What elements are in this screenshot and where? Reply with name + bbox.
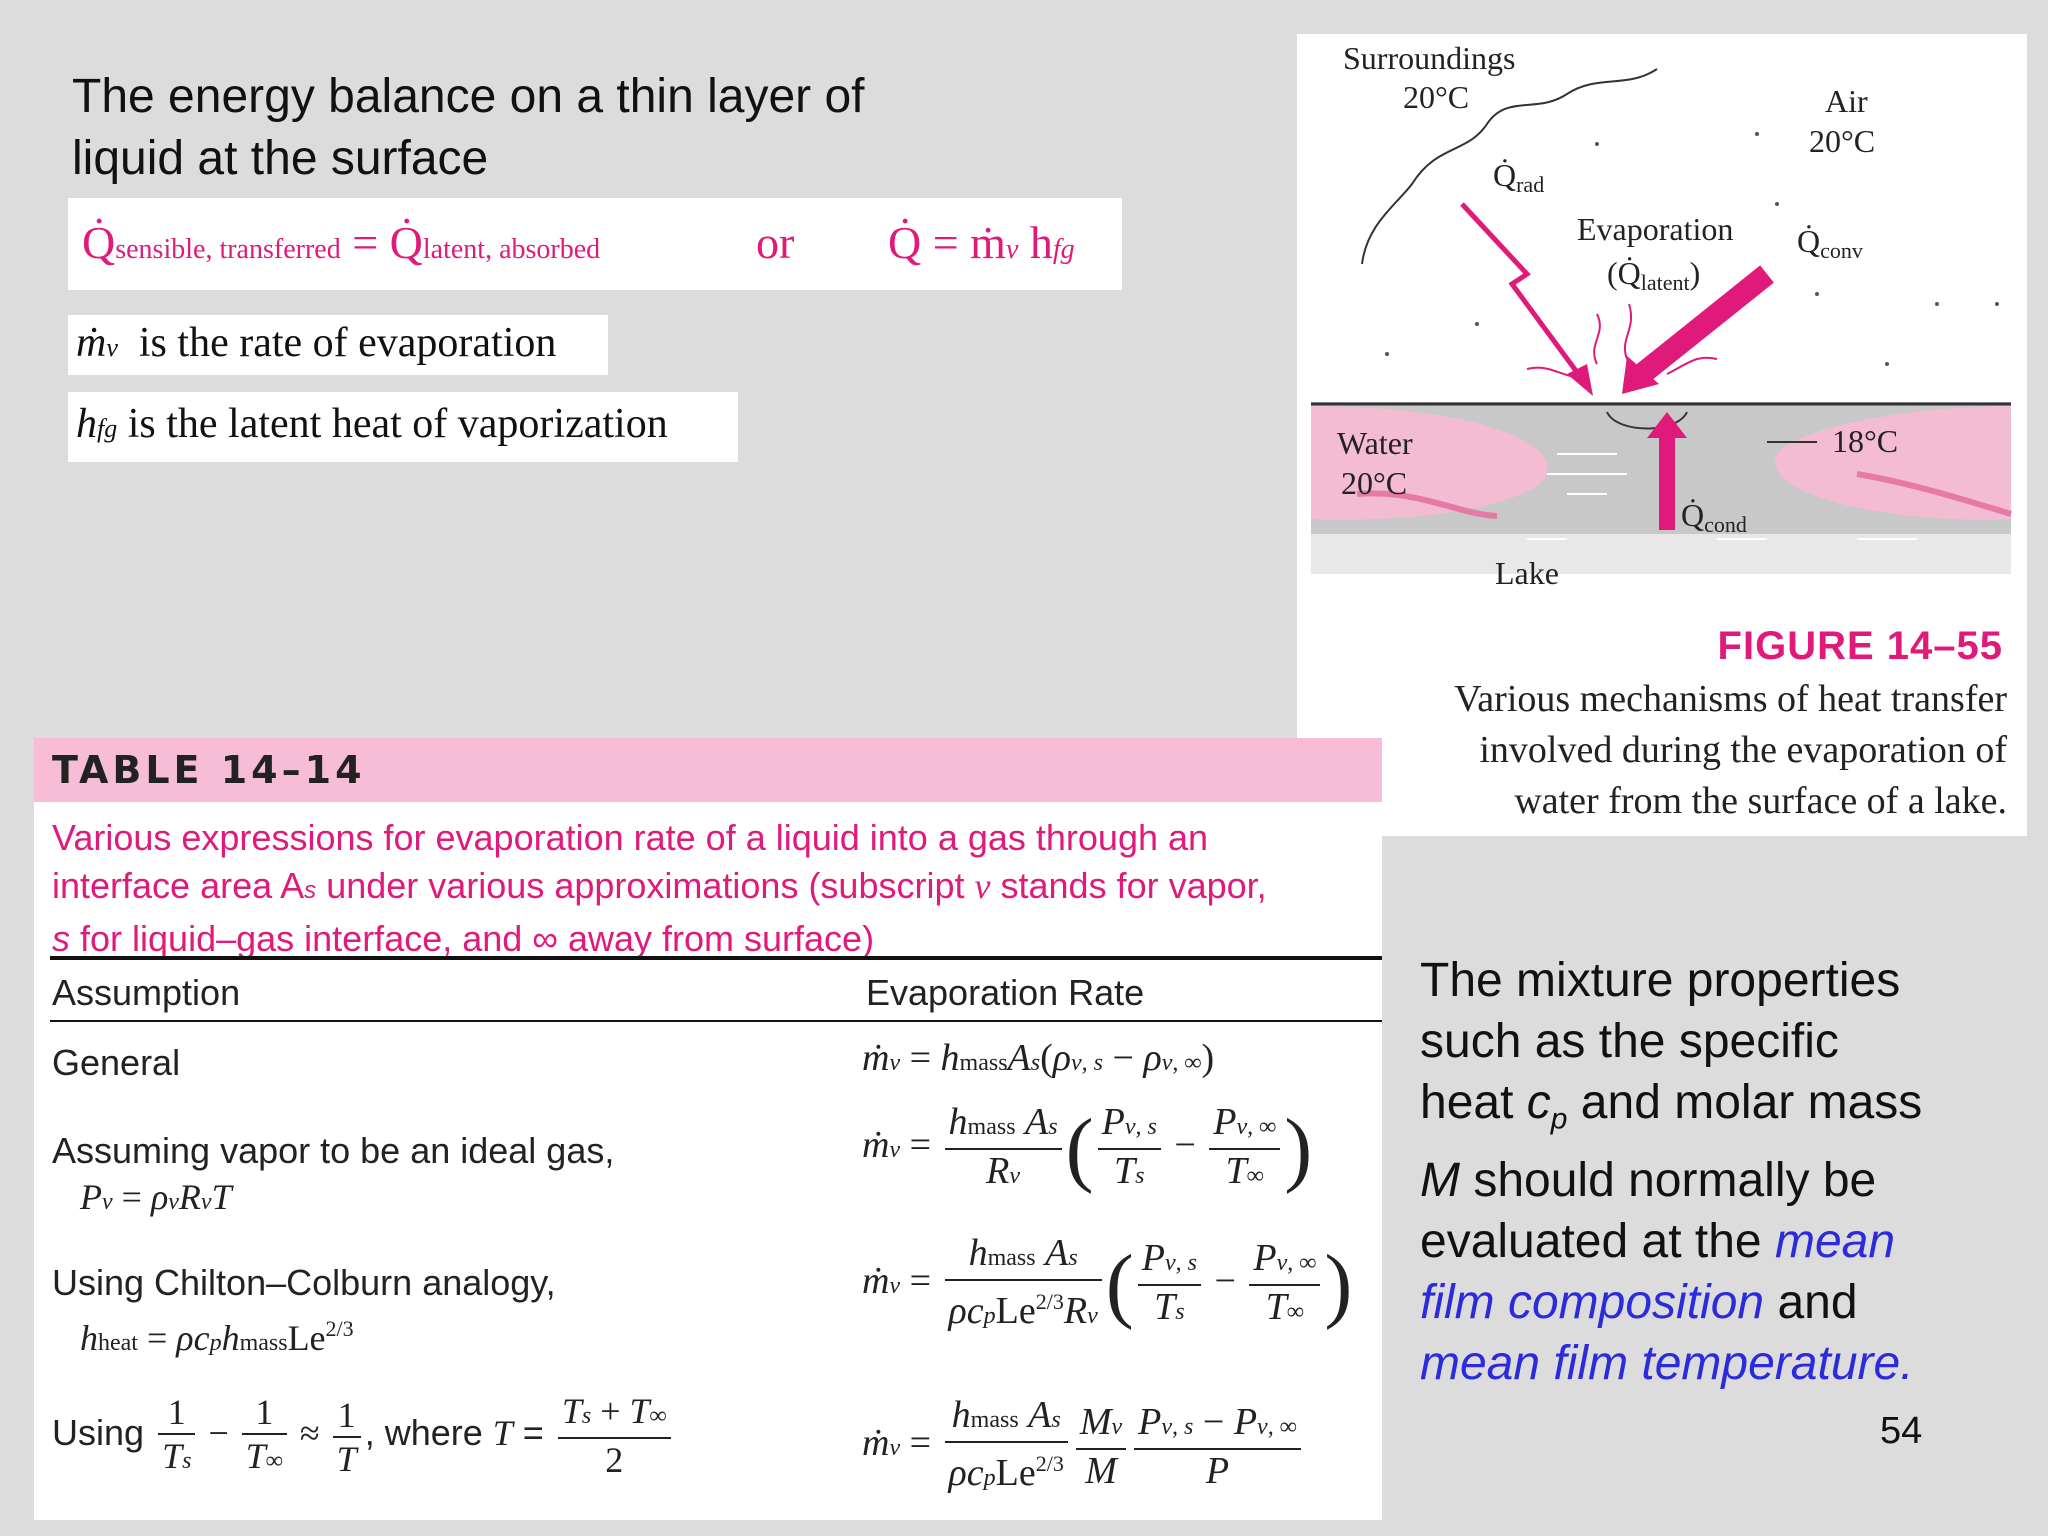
radiation-arrow — [1460, 202, 1585, 381]
highlight-mean: mean — [1774, 1214, 1896, 1268]
surface-temp: 18°C — [1832, 423, 1898, 459]
q-equation: Q̇ = ṁv hfg — [888, 217, 1075, 268]
hfg-description: is the latent heat of vaporization — [127, 401, 668, 447]
intro-line-2: liquid at the surface — [72, 132, 489, 185]
hfg-definition: hfg is the latent heat of vaporization — [68, 392, 738, 462]
intro-line-1: The energy balance on a thin layer of — [72, 70, 865, 123]
surroundings-label: Surroundings — [1343, 40, 1515, 76]
table-row-ideal-gas: Assuming vapor to be an ideal gas, Pν = … — [52, 1130, 615, 1217]
warm-water-right — [1774, 406, 2011, 520]
page-number: 54 — [1880, 1410, 1923, 1452]
q-latent-label: (Q̇latent) — [1607, 255, 1700, 295]
mv-description: is the rate of evaporation — [138, 320, 557, 366]
water-label: Water — [1337, 425, 1413, 461]
lake-label: Lake — [1495, 555, 1559, 591]
surroundings-boundary — [1361, 68, 1658, 265]
highlight-film-composition: film composition — [1420, 1275, 1765, 1329]
lake-diagram: Surroundings 20°C Air 20°C Q̇rad Evapora… — [1311, 40, 2012, 591]
figure-lake-evaporation: Surroundings 20°C Air 20°C Q̇rad Evapora… — [1297, 34, 2027, 836]
intro-text: The energy balance on a thin layer of li… — [72, 66, 972, 190]
evaporation-rate-table: TABLE 14–14 Various expressions for evap… — [34, 738, 1382, 1520]
col-rate: Evaporation Rate — [866, 972, 1145, 1013]
figure-label: FIGURE 14–55 — [1717, 624, 2003, 668]
energy-balance-equation: Q̇sensible, transferred = Q̇latent, abso… — [68, 198, 1122, 290]
convection-arrow — [1635, 265, 1774, 383]
q-sensible: Q̇sensible, transferred = Q̇latent, abso… — [82, 217, 601, 268]
table-description: Various expressions for evaporation rate… — [52, 817, 1267, 959]
figure-caption: Various mechanisms of heat transfer invo… — [1454, 678, 2007, 822]
rate-general: ṁν = hmassAs(ρν, s − ρν, ∞) — [862, 1037, 1215, 1079]
table-row-chilton-colburn: Using Chilton–Colburn analogy, hheat = ρ… — [52, 1262, 556, 1358]
surroundings-temp: 20°C — [1403, 79, 1469, 115]
table-header-rule — [50, 1020, 1382, 1022]
air-label: Air — [1825, 83, 1868, 119]
col-assumption: Assumption — [52, 972, 241, 1013]
table-header-band: TABLE 14–14 — [34, 738, 1382, 802]
q-conv-label: Q̇conv — [1797, 223, 1863, 263]
water-temp: 20°C — [1341, 465, 1407, 501]
table-row-general: General — [52, 1042, 181, 1083]
table-title: TABLE 14–14 — [52, 748, 366, 792]
air-temp: 20°C — [1809, 123, 1875, 159]
mixture-properties-text: The mixture properties such as the speci… — [1420, 954, 1923, 1390]
mv-definition: ṁv is the rate of evaporation — [68, 315, 608, 375]
q-rad-label: Q̇rad — [1493, 157, 1544, 197]
or-word: or — [756, 217, 795, 268]
conduction-arrow — [1659, 434, 1675, 530]
evaporation-squiggles — [1526, 303, 1718, 380]
highlight-mean-film-temperature: mean film temperature — [1420, 1336, 1901, 1390]
table-top-rule — [50, 956, 1382, 960]
evaporation-label: Evaporation — [1577, 211, 1733, 247]
